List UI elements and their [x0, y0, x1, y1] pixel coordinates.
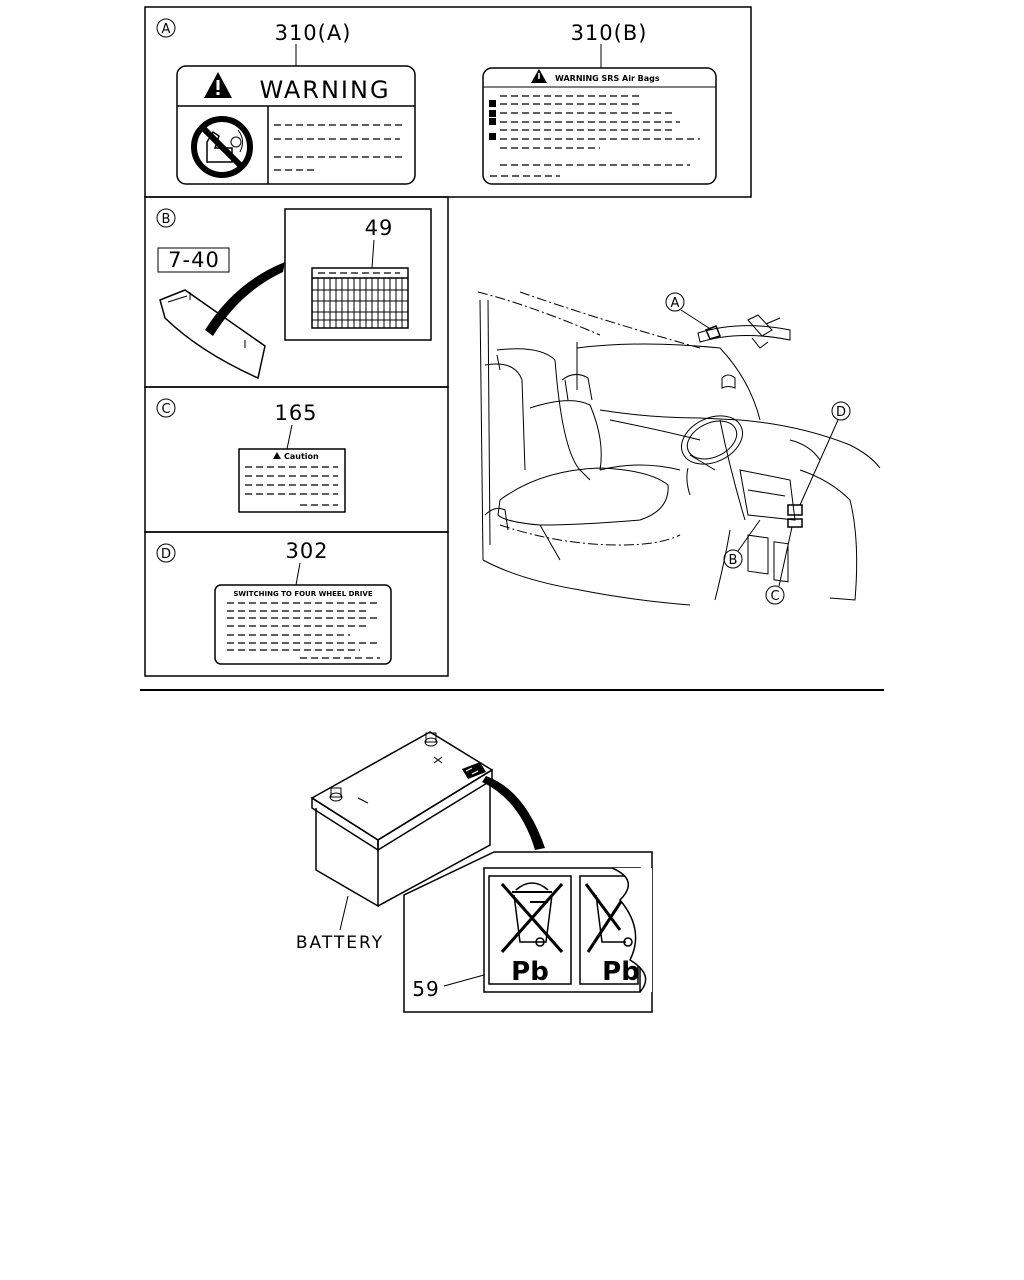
part-number-49: 49	[365, 216, 394, 240]
callout-b-marker	[723, 549, 743, 569]
callout-a: A	[671, 296, 680, 311]
no-child-seat-icon	[191, 116, 253, 178]
callout-c-marker	[765, 585, 785, 605]
panel-b-letter: B	[162, 212, 171, 227]
sun-visor-part	[159, 289, 266, 380]
callout-c: C	[770, 589, 779, 604]
panel-d: D 302 SWITCHING TO FOUR WHEEL DRIVE	[144, 531, 449, 677]
label-49	[311, 267, 409, 329]
battery-label-detail: Pb Pb 59	[403, 851, 653, 1013]
part-number-302: 302	[285, 539, 328, 563]
label-302-heading: SWITCHING TO FOUR WHEEL DRIVE	[233, 590, 372, 598]
panel-b: B 7-40 49	[144, 196, 449, 388]
recycle-symbol-1: Pb	[488, 875, 572, 987]
panel-c-letter: C	[161, 402, 170, 417]
recycle-symbol-2: Pb	[579, 867, 652, 993]
warning-triangle-icon	[204, 72, 232, 98]
lead-symbol-text: Pb	[511, 957, 549, 987]
part-number-310b: 310(B)	[571, 21, 648, 45]
panel-a: A 310(A) WARNING	[144, 6, 752, 198]
reference-box	[157, 247, 230, 273]
label-310a-heading: WARNING	[259, 76, 390, 104]
cab-interior-view: A B C D	[477, 291, 881, 606]
battery-name: BATTERY	[296, 933, 384, 953]
panel-a-letter: A	[162, 22, 171, 37]
callout-a-marker	[665, 292, 685, 312]
four-wheel-drive-label-302: SWITCHING TO FOUR WHEEL DRIVE	[214, 584, 392, 665]
pointer-arrow	[482, 776, 545, 850]
battery-illustration: BATTERY	[296, 731, 545, 953]
callout-d-marker	[831, 401, 851, 421]
label-165-heading: Caution	[284, 452, 319, 461]
steering-wheel	[681, 415, 743, 465]
caution-label-165: Caution	[238, 448, 346, 513]
callout-b: B	[729, 553, 738, 568]
warning-triangle-icon	[531, 69, 547, 83]
part-number-59: 59	[412, 977, 439, 1001]
srs-airbag-label-310b: WARNING SRS Air Bags	[482, 67, 717, 185]
reference-number: 7-40	[168, 248, 220, 272]
label-310b-heading: WARNING SRS Air Bags	[555, 74, 660, 83]
pointer-arrow	[205, 262, 285, 336]
caution-location-marker	[787, 504, 803, 516]
panel-a-marker	[156, 18, 176, 38]
crossed-bin-icon	[500, 882, 564, 953]
part-number-310a: 310(A)	[275, 21, 352, 45]
warning-label-310a: WARNING	[176, 65, 416, 185]
callout-d: D	[836, 405, 846, 420]
part-number-165: 165	[274, 401, 317, 425]
panel-d-letter: D	[161, 547, 171, 562]
warning-triangle-icon	[273, 452, 281, 459]
panel-c: C 165 Caution	[144, 386, 449, 533]
